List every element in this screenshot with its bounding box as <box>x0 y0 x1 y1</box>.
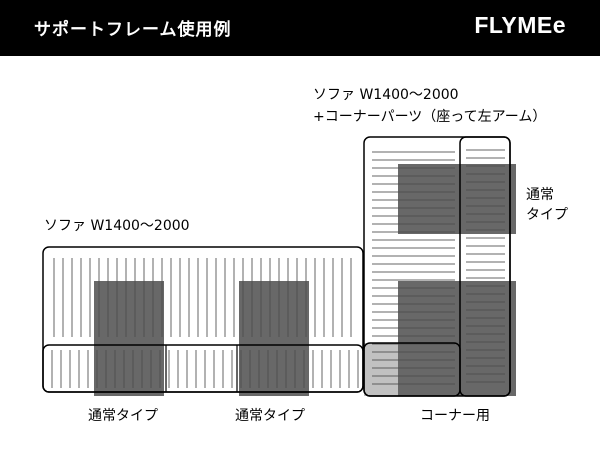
header-bar: サポートフレーム使用例 FLYMEe <box>0 0 600 56</box>
page-title: サポートフレーム使用例 <box>34 20 232 40</box>
label-corner-type: コーナー用 <box>420 408 490 424</box>
label-tsujo-type-1: 通常タイプ <box>88 408 158 424</box>
left-sofa-seat-outline <box>42 344 364 393</box>
support-frames <box>94 164 516 396</box>
label-tsujo-right: 通常 <box>526 187 554 203</box>
corner-seat-outline <box>363 342 461 397</box>
label-tsujo-type-2: 通常タイプ <box>235 408 305 424</box>
label-sofa-left-size: ソファ W1400～2000 <box>44 218 190 234</box>
label-type-right: タイプ <box>526 207 568 223</box>
support-frame-standard-2 <box>239 281 309 396</box>
sofa-outlines <box>42 136 511 397</box>
corner-arm-outline <box>459 136 511 397</box>
label-corner-parts: +コーナーパーツ（座って左アーム） <box>313 109 547 125</box>
left-sofa-slats <box>51 258 359 388</box>
support-frame-standard-1 <box>94 281 164 396</box>
support-frame-corner <box>398 281 516 396</box>
brand-logo: FLYMEe <box>474 12 566 38</box>
support-frame-standard-right <box>398 164 516 234</box>
support-frame-corner-extension <box>364 343 398 396</box>
label-sofa-corner-size: ソファ W1400～2000 <box>313 87 459 103</box>
